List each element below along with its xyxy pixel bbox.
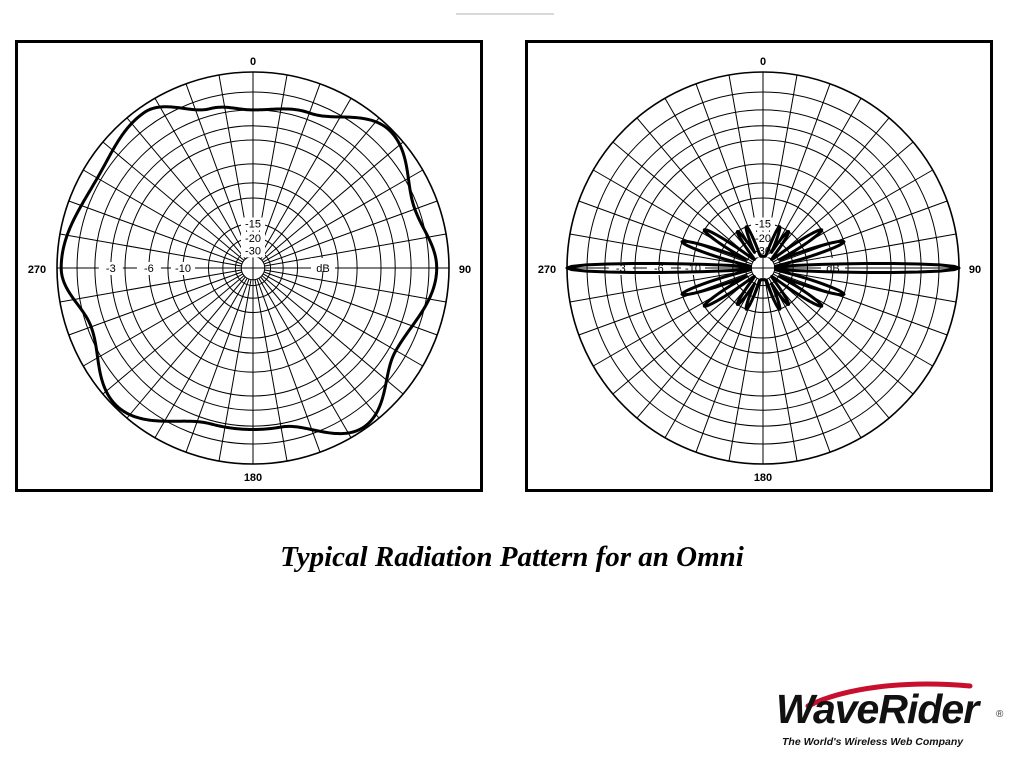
grid-spoke	[260, 276, 380, 419]
unit-label-bg	[311, 258, 335, 271]
horizontal-pattern-panel: -3 -6 -10 -15 -20-30 dB 0 90 180 270	[15, 40, 483, 492]
radial-tick-label: -15	[245, 219, 261, 231]
registered-mark: ®	[996, 709, 1004, 720]
grid-spoke	[258, 277, 352, 438]
grid-spoke	[261, 141, 404, 261]
radial-tick-label: -20	[755, 233, 771, 245]
angle-label-180: 180	[754, 472, 772, 484]
grid-spoke	[264, 233, 447, 267]
grid-spoke	[578, 271, 753, 336]
grid-spoke	[185, 83, 250, 258]
radiation-pattern-curve	[565, 225, 961, 311]
logo-wordmark: WaveRider	[776, 686, 979, 732]
grid-spoke	[774, 233, 957, 267]
tick-label-bg	[241, 231, 265, 245]
angle-label-90: 90	[969, 264, 981, 276]
angle-label-270: 270	[28, 264, 46, 276]
grid-spoke	[264, 269, 447, 303]
polar-grid	[56, 71, 450, 465]
angle-label-0: 0	[250, 56, 256, 68]
grid-spoke	[771, 275, 914, 395]
tick-label-bg	[171, 262, 195, 275]
grid-spoke	[260, 117, 380, 260]
grid-spoke	[773, 200, 948, 265]
grid-spoke	[68, 271, 243, 336]
angle-label-270: 270	[538, 264, 556, 276]
grid-spoke	[102, 141, 245, 261]
grid-spoke	[569, 269, 752, 303]
tick-label-bg	[136, 262, 161, 275]
logo-swoosh-icon	[805, 681, 973, 709]
grid-spoke	[126, 117, 246, 260]
grid-spoke	[59, 233, 242, 267]
horizontal-pattern-chart: -3 -6 -10 -15 -20-30 dB 0 90 180 270	[28, 56, 471, 484]
angle-label-0: 0	[760, 56, 766, 68]
grid-spoke	[258, 98, 352, 259]
grid-spoke	[262, 169, 423, 263]
logo-tagline: The World's Wireless Web Company	[782, 736, 964, 748]
grid-spoke	[774, 269, 957, 303]
figure-caption: Typical Radiation Pattern for an Omni	[280, 541, 744, 573]
waverider-logo: WaveRider ® The World's Wireless Web Com…	[776, 681, 1016, 756]
radial-tick-label: -30	[245, 245, 261, 257]
grid-spoke	[263, 200, 438, 265]
radial-tick-label: -20	[245, 233, 261, 245]
grid-spoke	[83, 169, 244, 263]
grid-spoke	[126, 276, 246, 419]
angle-label-180: 180	[244, 472, 262, 484]
radial-tick-label: -10	[175, 263, 191, 275]
grid-spoke	[770, 276, 890, 419]
angle-label-90: 90	[459, 264, 471, 276]
top-divider	[456, 13, 554, 15]
grid-spoke	[154, 277, 248, 438]
grid-spoke	[83, 273, 244, 367]
grid-spoke	[664, 277, 758, 438]
grid-spoke	[636, 117, 756, 260]
grid-spoke	[612, 275, 755, 395]
tick-label-bg	[751, 217, 775, 231]
radiation-pattern-curve	[59, 105, 439, 436]
grid-spoke	[154, 98, 248, 259]
grid-spoke	[262, 273, 423, 367]
grid-spoke	[578, 200, 753, 265]
tick-label-bg	[751, 231, 775, 245]
radial-unit-label: dB	[316, 263, 329, 275]
tick-label-bg	[241, 244, 265, 258]
grid-spoke	[612, 141, 755, 261]
grid-spoke	[764, 279, 798, 462]
grid-spoke	[261, 275, 404, 395]
radial-tick-label: -6	[144, 263, 154, 275]
tick-label-bg	[98, 262, 123, 275]
radial-tick-label: -3	[616, 263, 626, 275]
grid-spoke	[254, 279, 288, 462]
grid-spoke	[185, 278, 250, 453]
radial-tick-label: -15	[755, 219, 771, 231]
grid-spoke	[256, 278, 321, 453]
grid-spoke	[664, 98, 758, 259]
grid-spoke	[770, 117, 890, 260]
grid-spoke	[569, 233, 752, 267]
grid-spoke	[773, 271, 948, 336]
grid-spoke	[263, 271, 438, 336]
radial-tick-label: -6	[654, 263, 664, 275]
grid-spoke	[768, 98, 862, 259]
radial-tick-label: -3	[106, 263, 116, 275]
grid-spoke	[102, 275, 245, 395]
tick-label-bg	[241, 217, 265, 231]
grid-spoke	[728, 279, 762, 462]
grid-spoke	[218, 279, 252, 462]
grid-spoke	[768, 277, 862, 438]
grid-spoke	[636, 276, 756, 419]
grid-spoke	[68, 200, 243, 265]
grid-spoke	[59, 269, 242, 303]
grid-spoke	[771, 141, 914, 261]
